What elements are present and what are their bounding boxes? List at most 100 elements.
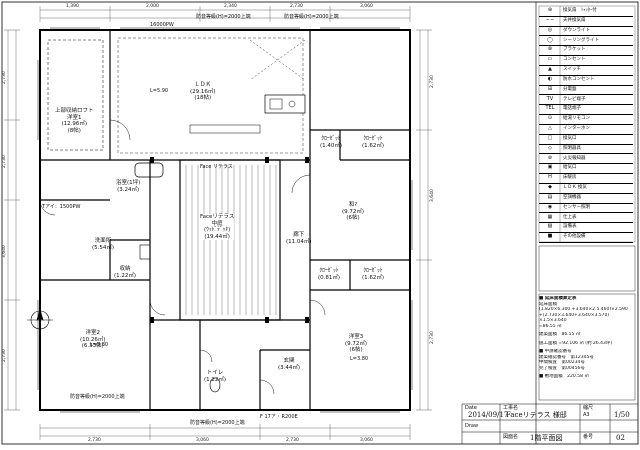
dim-right-0: 2,730: [430, 75, 435, 88]
dim-bottom-1: 3,060: [196, 438, 209, 443]
legend-symbol-icon: □: [547, 134, 553, 141]
dim-bottom-3: 3,060: [360, 438, 373, 443]
symbol-legend: ⊕換気扇 ｼｬｯﾀｰ付─ ─天井換気扇◎ダウンライト◯シーリングライト⊗ブラケッ…: [539, 6, 633, 243]
room-hall-area: (11.04㎡): [286, 238, 312, 245]
legend-row: ─ ─天井換気扇: [539, 16, 633, 27]
legend-symbol-icon: ■: [547, 233, 553, 240]
room-storage1-name: 収納: [119, 266, 131, 272]
room-closet3-area: (0.81㎡): [318, 274, 341, 281]
notes-title: ■ 延床面積算定表: [539, 296, 577, 301]
legend-text: 空調機器: [563, 194, 581, 200]
legend-symbol-icon: ▧: [547, 223, 553, 230]
room-toilet-name: トイレ: [206, 370, 224, 376]
room-ldk-name: ＬＤＫ: [194, 82, 212, 88]
notes-line: 中間検査 第00234号: [539, 360, 585, 365]
tb-page: 02: [616, 434, 625, 442]
area-calculation-notes: ■ 延床面積算定表 延床面積(1.820×6.300 +3.640×2.5.46…: [539, 296, 633, 400]
notes-line: =86.55 ㎡: [539, 323, 562, 329]
dim-left-3: 2,730: [2, 349, 7, 362]
legend-symbol-icon: ◉: [547, 203, 553, 210]
tb-draw-label: Draw: [465, 423, 479, 429]
room-toilet-area: (1.22㎡): [204, 376, 227, 383]
room-bath-name: 浴室(1坪): [116, 180, 141, 186]
room-closet3: ｸﾛｰｾﾞｯﾄ (0.81㎡): [318, 268, 340, 281]
legend-symbol-icon: △: [548, 125, 552, 131]
legend-row: ▲ スイッチ: [539, 65, 633, 76]
legend-symbol-icon: H: [548, 174, 552, 181]
legend-row: ▧ 設備表: [539, 222, 633, 234]
legend-row: ◇照明器具: [539, 144, 633, 155]
dim-top-4: 3,060: [360, 4, 373, 9]
notes-line: +(2.730×3.640+3.640×3.570): [539, 312, 610, 318]
legend-row: ⊕換気扇 ｼｬｯﾀｰ付: [539, 6, 633, 17]
kitchen-island: [189, 124, 261, 134]
room-closet2-area: (1.62㎡): [362, 142, 385, 149]
note-window-top1: 防音等級(H)=2000上端: [196, 14, 251, 20]
tb-scale-label: 縮尺: [583, 405, 594, 411]
compass-icon: [27, 307, 53, 333]
room-bed3: 洋室3 (9.72㎡) (6帖): [345, 334, 367, 354]
legend-row: ◉センサー照明: [539, 203, 633, 214]
room-bed2-area: (10.26㎡): [80, 336, 106, 343]
legend-symbol-icon: TV: [546, 95, 554, 102]
room-court-area: (19.44㎡): [204, 233, 230, 240]
tb-work-label: 工事名: [503, 405, 519, 411]
room-ldk: ＬＤＫ (29.16㎡) (18帖): [190, 82, 216, 102]
wash-basin: [139, 244, 151, 260]
legend-symbol-icon: ▦: [547, 213, 553, 220]
legend-text: 給湯リモコン: [563, 116, 590, 122]
room-bed3-tatami: (6帖): [349, 347, 363, 353]
room-closet2-name: ｸﾛｰｾﾞｯﾄ: [363, 136, 383, 142]
room-wash-name: 洗面所: [94, 238, 112, 244]
legend-text: 換気口: [563, 135, 577, 141]
room-court-name: 中庭: [211, 220, 223, 227]
note-bottom3: 防音等級(H)=2000上端: [70, 394, 125, 400]
room-closet1-area: (1.40㎡): [320, 142, 343, 149]
room-tatami-area: (9.72㎡): [342, 208, 365, 215]
legend-text: 天井換気扇: [563, 17, 586, 23]
legend-text: スイッチ: [563, 67, 581, 72]
room-court-sub2: (ｳｯﾄﾞﾃﾞｯｷ): [204, 227, 231, 233]
legend-symbol-icon: ◐: [547, 75, 553, 82]
room-closet4-area: (1.62㎡): [362, 274, 385, 281]
legend-text: インターホン: [563, 126, 590, 131]
notes-box: [538, 293, 636, 401]
room-wash-area: (5.54㎡): [92, 244, 115, 251]
legend-symbol-icon: ⊚: [547, 154, 553, 161]
dim-left-0: 2,730: [2, 71, 7, 84]
notes-line: 建築面積 86.55 ㎡: [539, 332, 581, 337]
legend-text: ブラケット: [563, 47, 586, 53]
legend-text: ダウンライト: [563, 27, 590, 33]
legend-text: テレビ端子: [563, 96, 586, 102]
legend-row: ⊞分電盤: [539, 85, 633, 96]
legend-text: 防水コンセント: [563, 76, 595, 82]
interior-walls: [40, 30, 410, 410]
loft-outline: [47, 39, 104, 151]
legend-text: 分電盤: [563, 86, 577, 92]
legend-symbol-icon: ▤: [547, 193, 553, 200]
dim-left-1: 2,730: [2, 155, 7, 168]
room-court-sub: Faceリテラス: [200, 214, 235, 220]
legend-row: ⊙ 給湯リモコン: [539, 114, 633, 125]
bottom-dimension-lines: [39, 424, 411, 440]
room-bath: 浴室(1坪) (3.24㎡): [116, 180, 140, 193]
legend-symbol-icon: ▲: [548, 66, 552, 72]
legend-text: 火災報知器: [563, 155, 586, 161]
room-entrance: 玄関 (3.44㎡): [278, 358, 300, 371]
room-tatami: 和ﾏ (9.72㎡) (6帖): [342, 202, 364, 222]
legend-row: ■その他設備: [539, 232, 633, 243]
legend-row: ▭コンセント: [539, 55, 633, 66]
room-ldk-tatami: (18帖): [194, 95, 212, 101]
spec-box: [538, 245, 636, 292]
legend-symbol-icon: ◇: [548, 144, 552, 151]
tb-page-label: 番号: [583, 434, 594, 440]
room-bed3-area: (9.72㎡): [345, 340, 368, 347]
legend-symbol-icon: ⊙: [547, 115, 553, 122]
room-bed2-tatami: (6.33帖): [81, 343, 104, 349]
legend-text: 設備表: [563, 224, 577, 230]
legend-symbol-icon: ▭: [547, 56, 553, 63]
room-bed2-name: 洋室2: [85, 330, 101, 336]
